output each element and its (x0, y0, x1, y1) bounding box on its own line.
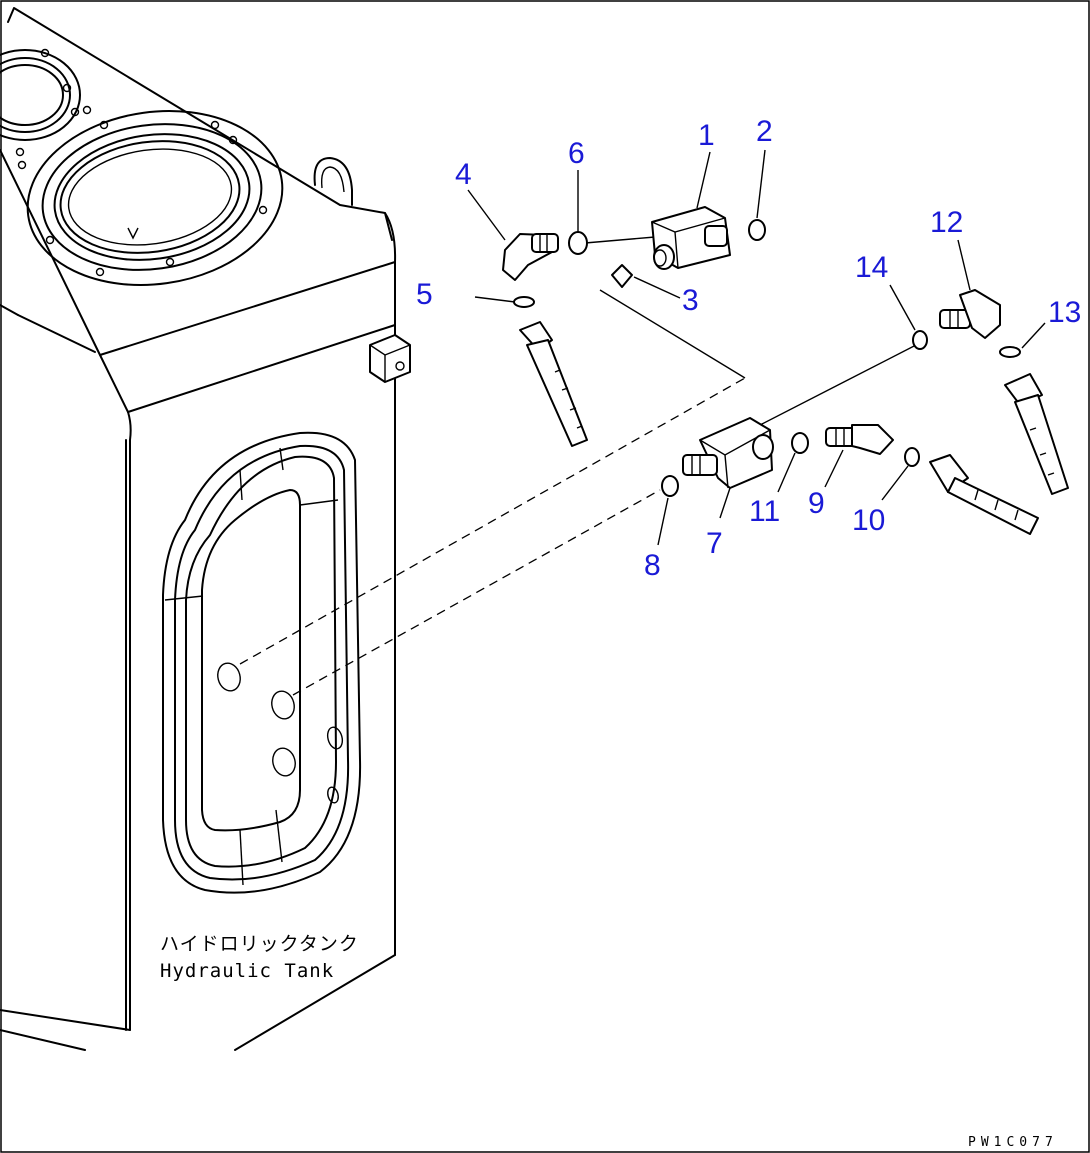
hose-left (519, 321, 588, 447)
callout-10: 10 (852, 504, 885, 537)
callout-11: 11 (749, 495, 780, 528)
part-7-valve-block (682, 417, 774, 489)
callout-13: 13 (1048, 296, 1081, 329)
callout-8: 8 (644, 549, 661, 582)
callouts: 1 2 3 4 5 6 7 8 9 10 11 12 13 14 (416, 115, 1081, 582)
part-3-o-ring (611, 264, 633, 288)
filler-port-left (0, 48, 81, 157)
bracket-block (369, 334, 411, 383)
callout-1: 1 (698, 119, 715, 152)
part-11-plug (791, 432, 809, 454)
lifting-hook (313, 157, 353, 206)
callout-5: 5 (416, 278, 433, 311)
callout-4: 4 (455, 158, 472, 191)
tank-label-en: Hydraulic Tank (160, 960, 334, 982)
part-4-elbow (502, 233, 559, 281)
hydraulic-tank: ハイドロリックタンク Hydraulic Tank (0, 7, 411, 1051)
callout-7: 7 (706, 527, 723, 560)
part-1-valve-block (651, 206, 731, 270)
part-14-o-ring (912, 330, 928, 350)
part-8-o-ring (661, 475, 679, 497)
assembly-lines (239, 236, 919, 696)
tank-label-jp: ハイドロリックタンク (160, 933, 359, 955)
hose-right (1004, 373, 1069, 495)
part-5-o-ring (513, 296, 535, 308)
part-6-o-ring (568, 231, 588, 255)
callout-3: 3 (682, 284, 699, 317)
callout-14: 14 (855, 251, 888, 284)
part-9-elbow (825, 424, 894, 455)
callout-leaders (467, 149, 1046, 546)
filter-port (17, 105, 284, 287)
callout-6: 6 (568, 137, 585, 170)
callout-12: 12 (930, 206, 963, 239)
callout-9: 9 (808, 487, 825, 520)
part-10-o-ring (904, 447, 920, 467)
hose-middle (929, 454, 1039, 535)
part-2-plug (748, 219, 766, 241)
part-13-o-ring (999, 346, 1021, 358)
callout-2: 2 (756, 115, 773, 148)
part-12-elbow (939, 289, 1001, 339)
sight-window (162, 431, 362, 894)
drawing-code: PW1C077 (968, 1135, 1058, 1150)
